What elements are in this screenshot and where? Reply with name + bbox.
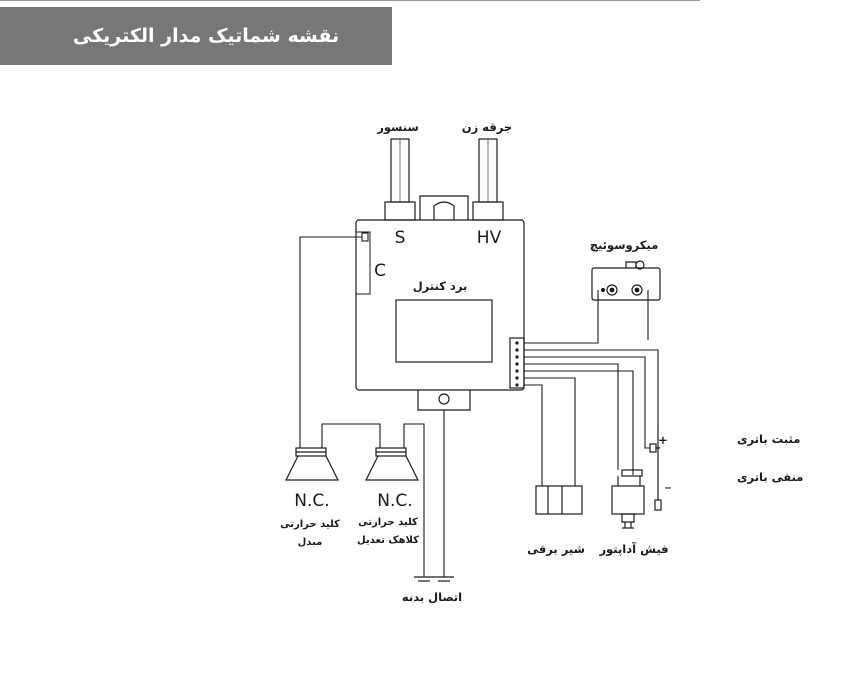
terminal-c-label: C [374,261,386,281]
solenoid-valve [535,485,583,515]
thermo-left-line1: کلید حرارتی [280,519,340,530]
board-bottom-mount [417,390,471,411]
battery-leads [649,425,662,511]
igniter-label: جرقه زن [462,120,512,134]
battery-positive-label: مثبت باتری [737,432,800,446]
terminal-hv-label: HV [477,228,502,248]
battery-negative-label: منفی باتری [737,470,803,484]
thermo-left-line2: مبدل [298,537,323,548]
adapter-plug [611,469,645,529]
thermal-switch-left [285,447,339,481]
title-banner: نقشه شماتیک مدار الکتریکی [0,7,392,65]
sensor-probe [384,138,416,221]
nc-right-label: N.C. [377,491,412,511]
c-terminal-strip [355,231,371,295]
board-label: برد کنترل [413,279,468,293]
page-title: نقشه شماتیک مدار الکتریکی [72,25,340,47]
sensor-label: سنسور [376,120,419,135]
nc-left-label: N.C. [294,491,329,511]
wiring [299,232,659,577]
valve-label: شیر برقی [527,542,585,556]
top-divider-line [0,0,700,1]
thermal-switch-right [365,447,419,481]
board-top-mount [419,195,469,220]
adapter-label: فیش آداپتور [598,542,668,557]
ground-symbol [414,576,454,582]
igniter-probe [472,138,504,221]
battery-negative-sign: _ [665,475,671,490]
thermo-right-line1: کلید حرارتی [358,517,418,528]
ground-label: اتصال بدنه [402,590,462,604]
board-connector [509,337,525,389]
terminal-s-label: S [395,228,406,248]
microswitch-label: میکروسوئیچ [590,238,659,253]
microswitch [591,260,661,301]
battery-positive-sign: + [658,433,668,447]
control-board [355,219,525,391]
thermo-right-line2: کلاهک تعدیل [357,535,419,546]
board-window [395,299,493,363]
